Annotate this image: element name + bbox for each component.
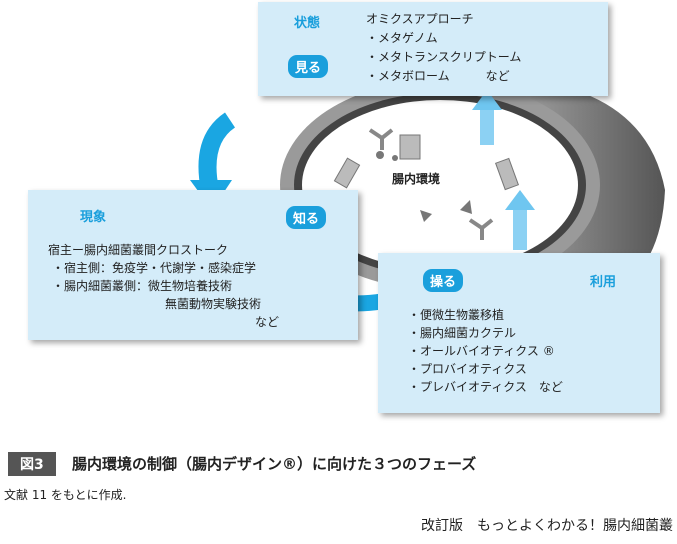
list-item: ・便微生物叢移植 bbox=[408, 308, 505, 322]
gut-environment-illustration bbox=[190, 77, 665, 318]
text-line: など bbox=[255, 315, 280, 329]
arrow-left bbox=[198, 112, 236, 192]
text-line: ・宿主側：免疫学・代謝学・感染症学 bbox=[52, 261, 257, 275]
source-note: 文献 11 をもとに作成. bbox=[4, 488, 127, 502]
text-line: 無菌動物実験技術 bbox=[165, 297, 262, 311]
right-panel-title: 利用 bbox=[590, 275, 617, 290]
figure-label: 図3 bbox=[8, 452, 56, 476]
list-item: ・プレバイオティクス など bbox=[408, 380, 563, 394]
know-badge: 知る bbox=[286, 206, 327, 229]
manipulate-badge: 操る bbox=[423, 269, 464, 292]
top-panel-title: 状態 bbox=[294, 16, 321, 31]
left-panel-title: 現象 bbox=[80, 210, 107, 225]
see-badge: 見る bbox=[288, 55, 329, 78]
bacteria bbox=[399, 134, 421, 160]
right-panel: 操る 利用 ・便微生物叢移植 ・腸内細菌カクテル ・オールバイオティクス ® ・… bbox=[378, 253, 660, 413]
arrow-up bbox=[480, 105, 494, 145]
top-panel: 状態 見る オミクスアプローチ ・メタゲノム ・メタトランスクリプトーム ・メタ… bbox=[258, 2, 608, 96]
list-item: ・プロバイオティクス bbox=[408, 362, 527, 376]
figure-title: 腸内環境の制御（腸内デザイン®）に向けた３つのフェーズ bbox=[72, 455, 477, 473]
omics-heading: オミクスアプローチ bbox=[366, 12, 474, 26]
list-item: ・メタトランスクリプトーム bbox=[366, 50, 522, 64]
list-item: ・オールバイオティクス ® bbox=[408, 344, 555, 358]
list-item: ・メタゲノム bbox=[366, 31, 438, 45]
text-line: ・腸内細菌叢側：微生物培養技術 bbox=[52, 279, 233, 293]
left-panel: 現象 知る 宿主ー腸内細菌叢間クロストーク ・宿主側：免疫学・代謝学・感染症学 … bbox=[28, 190, 358, 340]
text-line: 宿主ー腸内細菌叢間クロストーク bbox=[48, 243, 229, 257]
center-label: 腸内環境 bbox=[392, 172, 441, 186]
list-item: ・メタボローム など bbox=[366, 69, 510, 83]
list-item: ・腸内細菌カクテル bbox=[408, 326, 517, 340]
lumen bbox=[302, 100, 578, 270]
book-title: 改訂版 もっとよくわかる！腸内細菌叢 bbox=[421, 518, 673, 534]
